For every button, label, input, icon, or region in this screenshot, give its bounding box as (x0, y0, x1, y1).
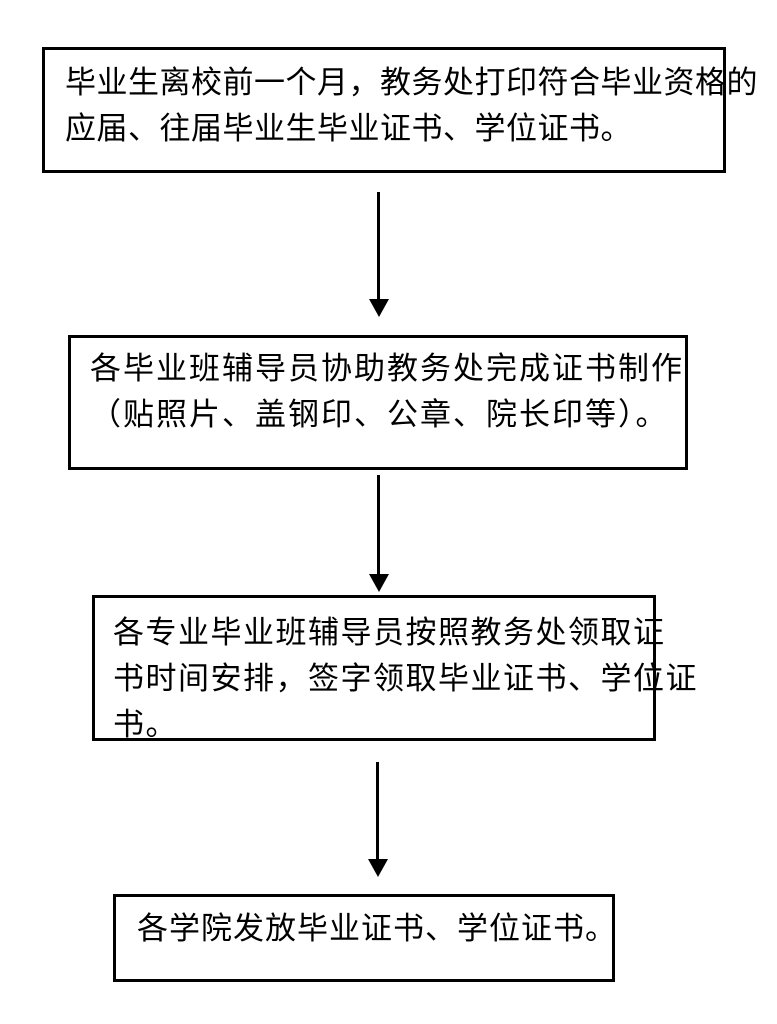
flow-step-3-box: 各专业毕业班辅导员按照教务处领取证 书时间安排，签字领取毕业证书、学位证 书。 (92, 595, 698, 743)
flow-step-2-box: 各毕业班辅导员协助教务处完成证书制作 （贴照片、盖钢印、公章、院长印等）。 (68, 335, 688, 470)
flow-step-4-line-1: 各学院发放毕业证书、学位证书。 (137, 911, 617, 947)
arrow-shaft (377, 475, 380, 576)
flow-step-1-line-2: 应届、往届毕业生毕业证书、学位证书。 (65, 111, 632, 147)
flow-step-1-box: 毕业生离校前一个月，教务处打印符合毕业资格的 应届、往届毕业生毕业证书、学位证书… (42, 47, 758, 173)
arrow-head-icon (369, 574, 389, 592)
flow-step-4-box: 各学院发放毕业证书、学位证书。 (113, 894, 617, 982)
flow-step-2-line-1: 各毕业班辅导员协助教务处完成证书制作 (90, 351, 684, 387)
flow-step-1-line-1: 毕业生离校前一个月，教务处打印符合毕业资格的 (65, 65, 758, 101)
flow-step-3-line-1: 各专业毕业班辅导员按照教务处领取证 (113, 615, 666, 651)
arrow-head-icon (369, 299, 389, 317)
arrow-shaft (377, 192, 380, 300)
flow-step-2-line-2: （贴照片、盖钢印、公章、院长印等）。 (90, 397, 669, 433)
arrow-shaft (376, 762, 379, 861)
flow-step-3-line-3: 书。 (113, 707, 178, 743)
flow-step-3-line-2: 书时间安排，签字领取毕业证书、学位证 (113, 661, 698, 697)
arrow-head-icon (368, 859, 388, 877)
